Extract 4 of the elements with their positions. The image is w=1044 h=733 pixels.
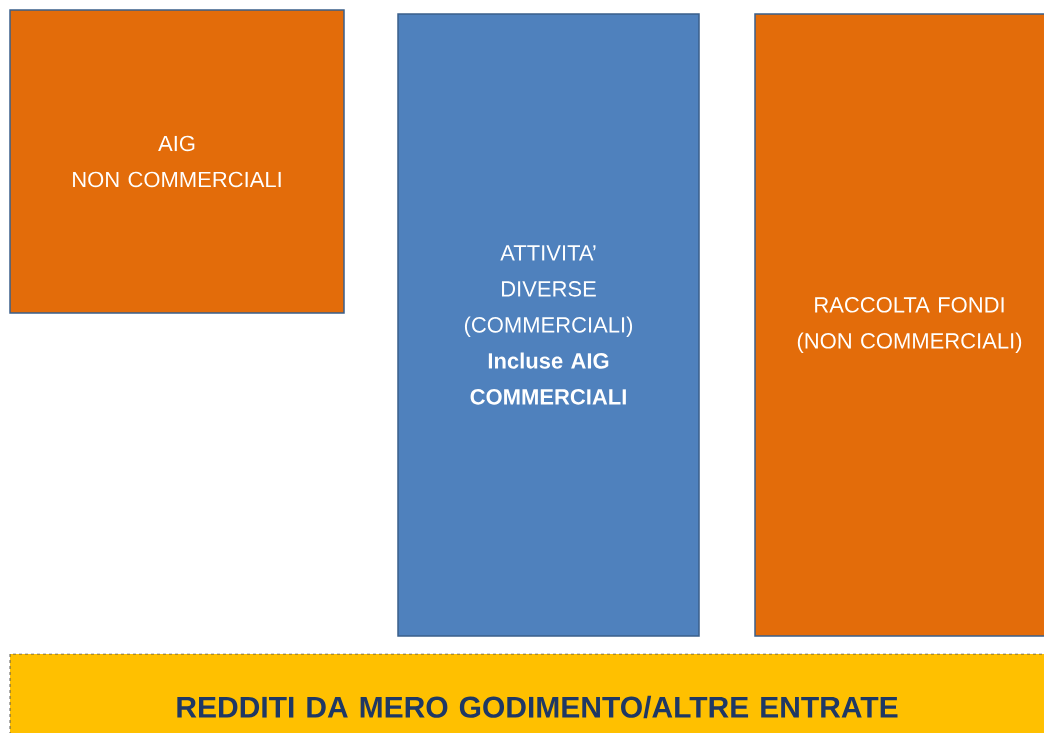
category-box: AIG NON COMMERCIALI bbox=[9, 9, 345, 314]
category-box: ATTIVITA’ DIVERSE (COMMERCIALI) Incluse AIG COMMERCIALI bbox=[397, 13, 700, 637]
income-band: REDDITI DA MERO GODIMENTO/ALTRE ENTRATE bbox=[9, 653, 1044, 733]
category-box: RACCOLTA FONDI (NON COMMERCIALI) bbox=[754, 13, 1044, 637]
